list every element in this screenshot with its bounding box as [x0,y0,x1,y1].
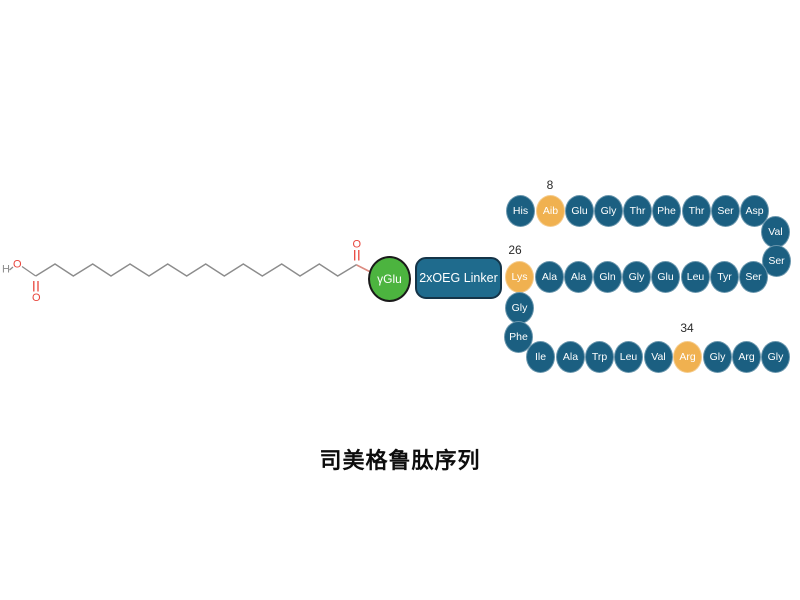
o-c1-bond [21,265,37,277]
residue-leu: Leu [614,341,643,373]
residue-ser: Ser [762,245,791,277]
residue-gln: Gln [593,261,622,293]
residue-ser: Ser [711,195,740,227]
residue-val: Val [761,216,790,248]
residue-gly: Gly [622,261,651,293]
residue-arg-34: Arg [673,341,702,373]
h-atom-label: H [2,264,10,276]
diagram-title: 司美格鲁肽序列 [319,448,481,473]
residue-glu: Glu [651,261,680,293]
residue-trp: Trp [585,341,614,373]
acid-o-label: O [32,292,41,304]
oeg-linker-node: 2xOEG Linker [415,257,502,299]
h-o-bond [9,266,14,271]
alkyl-backbone [35,263,358,277]
residue-ala: Ala [535,261,564,293]
residue-tyr: Tyr [710,261,739,293]
amide-o-label: O [353,239,362,251]
residue-gly: Gly [594,195,623,227]
position-label-26: 26 [508,243,522,257]
residue-gly: Gly [761,341,790,373]
residue-val: Val [644,341,673,373]
residue-ala: Ala [556,341,585,373]
acyl-gammaglu-bond [356,264,370,273]
position-label-34: 34 [680,321,694,335]
residue-ser: Ser [739,261,768,293]
residue-thr: Thr [623,195,652,227]
residue-arg: Arg [732,341,761,373]
position-label-8: 8 [546,178,554,192]
gamma-glu-node: γGlu [368,256,411,302]
residue-thr: Thr [682,195,711,227]
residue-lys-26: Lys [505,261,534,293]
residue-phe: Phe [504,321,533,353]
hydroxyl-o-label: O [13,259,22,271]
residue-phe: Phe [652,195,681,227]
residue-glu: Glu [565,195,594,227]
residue-ala: Ala [564,261,593,293]
residue-ile: Ile [526,341,555,373]
residue-leu: Leu [681,261,710,293]
residue-aib-8: Aib [536,195,565,227]
residue-gly: Gly [505,292,534,324]
residue-gly: Gly [703,341,732,373]
residue-his: His [506,195,535,227]
